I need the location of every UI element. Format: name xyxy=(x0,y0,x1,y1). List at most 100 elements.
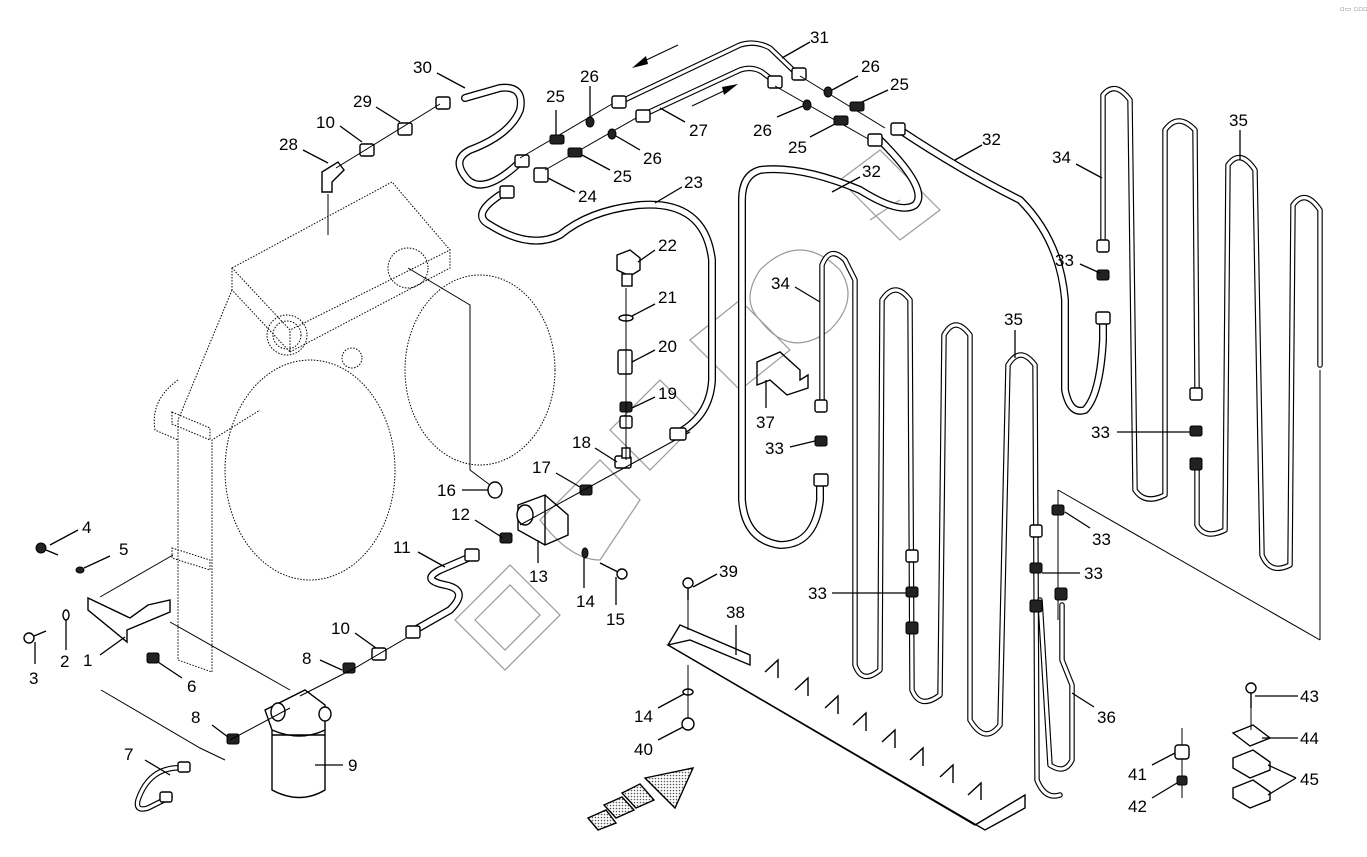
svg-text:33: 33 xyxy=(808,584,827,603)
callout-26c: 26 xyxy=(831,57,880,91)
callout-9: 9 xyxy=(315,756,357,775)
callout-18: 18 xyxy=(572,433,618,463)
union-25a xyxy=(549,134,565,145)
hose-23 xyxy=(478,185,716,441)
callout-31: 31 xyxy=(781,28,829,59)
callout-44: 44 xyxy=(1262,729,1319,748)
svg-text:25: 25 xyxy=(890,75,909,94)
adapter-24 xyxy=(533,167,549,183)
callout-33b: 33 xyxy=(765,439,816,458)
svg-text:26: 26 xyxy=(643,149,662,168)
svg-text:14: 14 xyxy=(634,707,653,726)
connection-lines xyxy=(519,75,886,171)
callout-5: 5 xyxy=(83,540,128,569)
union-12 xyxy=(499,532,513,544)
gearbox-housing xyxy=(153,181,556,673)
seal-26b xyxy=(607,128,617,140)
hose-11 xyxy=(405,548,480,639)
callout-7: 7 xyxy=(124,745,171,776)
union-25b xyxy=(567,147,583,158)
callout-14b: 14 xyxy=(634,693,685,726)
svg-text:33: 33 xyxy=(1091,423,1110,442)
callout-33a: 33 xyxy=(1055,251,1101,274)
union-33b xyxy=(814,399,828,447)
bolt-39 xyxy=(682,577,694,630)
svg-text:26: 26 xyxy=(753,121,772,140)
callout-45: 45 xyxy=(1267,764,1319,796)
view-direction-arrow xyxy=(586,767,695,831)
callout-24: 24 xyxy=(547,177,597,206)
pipe-clamp-45 xyxy=(1232,749,1271,809)
callout-38: 38 xyxy=(726,603,745,655)
svg-text:34: 34 xyxy=(1052,148,1071,167)
line-filter-hose xyxy=(299,629,421,697)
hose-32b xyxy=(738,133,923,549)
callout-34a: 34 xyxy=(1052,148,1103,179)
svg-text:30: 30 xyxy=(413,58,432,77)
callout-8a: 8 xyxy=(302,649,343,671)
union-33d xyxy=(905,549,919,635)
callouts: 1 2 3 4 5 6 7 8 8 9 10 10 11 12 13 14 14… xyxy=(29,28,1319,816)
callout-17: 17 xyxy=(532,458,581,488)
callout-25c: 25 xyxy=(861,75,909,103)
washer-14a xyxy=(581,547,589,559)
svg-text:7: 7 xyxy=(124,745,133,764)
coil-35-right xyxy=(1100,85,1323,640)
svg-text:35: 35 xyxy=(1229,111,1248,130)
callout-21: 21 xyxy=(631,288,677,317)
svg-text:25: 25 xyxy=(613,167,632,186)
callout-41: 41 xyxy=(1128,752,1176,784)
svg-text:38: 38 xyxy=(726,603,745,622)
svg-text:36: 36 xyxy=(1097,708,1116,727)
flow-arrow-left xyxy=(632,44,679,68)
svg-text:26: 26 xyxy=(580,67,599,86)
callout-33e: 33 xyxy=(1064,511,1111,549)
callout-25b: 25 xyxy=(581,154,632,186)
svg-text:31: 31 xyxy=(810,28,829,47)
callout-40: 40 xyxy=(634,726,684,759)
callout-35a: 35 xyxy=(1229,111,1248,160)
callout-14a: 14 xyxy=(576,558,595,611)
callout-28: 28 xyxy=(279,135,329,164)
seal-26c xyxy=(823,86,833,98)
callout-15: 15 xyxy=(606,577,625,629)
flow-arrow-right xyxy=(691,84,738,107)
clip-37 xyxy=(756,351,809,396)
pipe-36 xyxy=(1037,597,1075,772)
line-filter-pipe xyxy=(229,707,291,741)
svg-text:8: 8 xyxy=(191,708,200,727)
svg-text:1: 1 xyxy=(83,651,92,670)
svg-text:22: 22 xyxy=(658,236,677,255)
callout-43: 43 xyxy=(1255,687,1319,706)
callout-3: 3 xyxy=(29,642,38,688)
callout-35b: 35 xyxy=(1004,310,1023,358)
pipe-31 xyxy=(611,40,807,109)
svg-text:10: 10 xyxy=(316,113,335,132)
union-6 xyxy=(146,652,160,664)
hose-30 xyxy=(435,83,530,189)
callout-33f: 33 xyxy=(1042,564,1103,583)
leader-frame xyxy=(100,689,226,761)
svg-text:6: 6 xyxy=(187,677,196,696)
callout-32a: 32 xyxy=(954,130,1001,161)
svg-text:20: 20 xyxy=(658,337,677,356)
callout-6: 6 xyxy=(157,661,196,696)
svg-text:33: 33 xyxy=(1092,530,1111,549)
svg-text:44: 44 xyxy=(1300,729,1319,748)
union-33c xyxy=(1189,387,1203,471)
svg-text:23: 23 xyxy=(684,173,703,192)
bolt-15 xyxy=(599,562,628,580)
callout-20: 20 xyxy=(631,337,677,363)
svg-text:21: 21 xyxy=(658,288,677,307)
callout-25a: 25 xyxy=(546,87,565,135)
svg-text:39: 39 xyxy=(719,562,738,581)
washer-2 xyxy=(62,609,70,621)
line-pump-tee xyxy=(519,288,691,526)
pipe-27 xyxy=(635,65,783,123)
union-33e xyxy=(1051,504,1065,516)
svg-text:25: 25 xyxy=(546,87,565,106)
union-8b xyxy=(226,733,240,745)
callout-32b: 32 xyxy=(831,162,881,193)
svg-text:27: 27 xyxy=(689,121,708,140)
